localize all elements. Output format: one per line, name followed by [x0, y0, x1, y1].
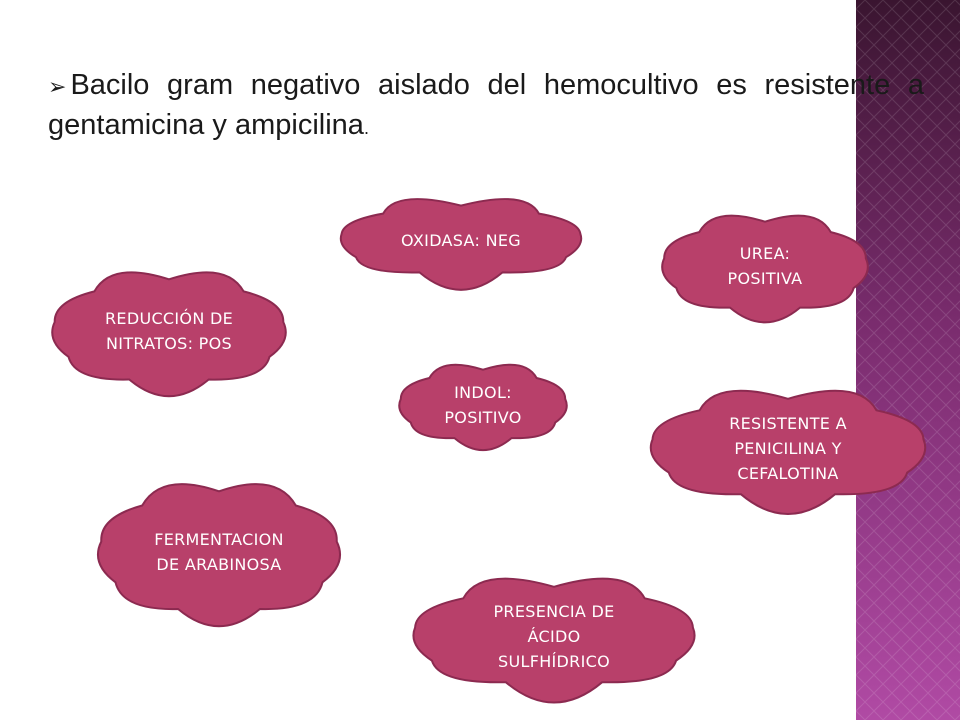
cloud-sulfhidrico: PRESENCIA DE ÁCIDO SULFHÍDRICO [384, 570, 724, 704]
cloud-label: REDUCCIÓN DE NITRATOS: POS [105, 309, 233, 353]
cloud-label: FERMENTACION DE ARABINOSA [154, 530, 284, 574]
cloud-shape [649, 389, 927, 515]
cloud-outline [97, 483, 341, 628]
cloud-outline [661, 214, 869, 324]
cloud-shape [97, 483, 341, 628]
cloud-oxidasa: OXIDASA: NEG [314, 192, 608, 291]
cloud-outline [339, 198, 583, 291]
cloud-shape [398, 363, 568, 451]
bullet-period: . [363, 118, 369, 138]
cloud-shape [412, 577, 696, 704]
cloud-indol: INDOL: POSITIVO [380, 356, 586, 454]
cloud-resistente: RESISTENTE A PENICILINA Y CEFALOTINA [622, 382, 954, 515]
cloud-label: PRESENCIA DE ÁCIDO SULFHÍDRICO [493, 601, 615, 671]
decorative-side-band [856, 0, 960, 720]
cloud-outline [398, 363, 568, 451]
cloud-nitratos: REDUCCIÓN DE NITRATOS: POS [28, 262, 310, 400]
cloud-label: OXIDASA: NEG [401, 230, 521, 250]
cloud-urea: UREA: POSITIVA [640, 206, 890, 326]
cloud-label: UREA: POSITIVA [727, 244, 803, 288]
cloud-outline [412, 577, 696, 704]
arrow-bullet-icon: ➢ [48, 74, 67, 99]
cloud-shape [339, 198, 583, 291]
cloud-label: RESISTENTE A PENICILINA Y CEFALOTINA [729, 413, 847, 483]
cloud-outline [51, 271, 287, 398]
cloud-shape [51, 271, 287, 398]
cloud-arabinosa: FERMENTACION DE ARABINOSA [74, 472, 364, 632]
cloud-label: INDOL: POSITIVO [444, 383, 522, 427]
cloud-shape [661, 214, 869, 324]
bullet-text: Bacilo gram negativo aislado del hemocul… [48, 69, 924, 141]
cloud-outline [649, 389, 927, 515]
bullet-paragraph: ➢Bacilo gram negativo aislado del hemocu… [48, 66, 924, 147]
